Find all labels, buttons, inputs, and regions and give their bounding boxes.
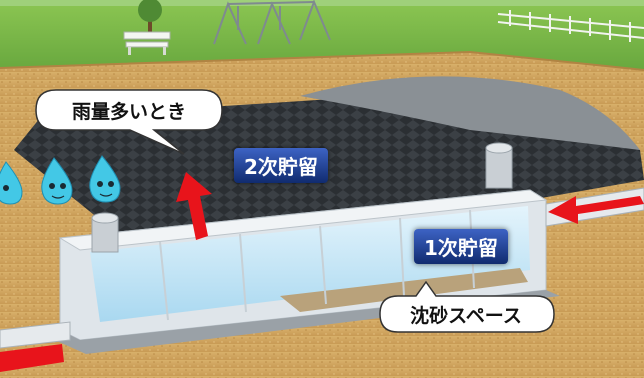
- water-droplet-mascot-icon: [41, 157, 73, 205]
- tree-icon: [138, 0, 162, 36]
- secondary-storage-label: 2次貯留: [234, 148, 328, 183]
- fence: [497, 10, 644, 42]
- flow-arrow-icon: [176, 172, 212, 240]
- heavy-rain-label: 雨量多いとき: [71, 101, 186, 123]
- outlet-pipe: [0, 321, 71, 349]
- cover-sheet: [300, 76, 640, 150]
- sky-strip: [0, 0, 644, 6]
- sedimentation-callout: 沈砂スペース: [376, 280, 556, 336]
- water-droplet-mascot-icon: [89, 155, 121, 203]
- water-droplet-mascot-icon: [0, 161, 23, 205]
- chamber-partitions: [159, 209, 475, 321]
- speech-bubble: [379, 280, 555, 333]
- swing-icon: [213, 0, 331, 45]
- flow-arrow-icon: [548, 196, 644, 224]
- sedimentation-label: 沈砂スペース: [410, 305, 522, 327]
- chamber-top-slab: [58, 189, 548, 251]
- bench-icon: [123, 31, 171, 55]
- heavy-rain-callout: 雨量多いとき: [34, 88, 224, 155]
- manhole-right: [485, 142, 513, 189]
- speech-bubble: [35, 89, 223, 155]
- flow-arrow-icon: [0, 344, 64, 372]
- manhole-left: [91, 212, 119, 253]
- primary-storage-label: 1次貯留: [414, 229, 508, 264]
